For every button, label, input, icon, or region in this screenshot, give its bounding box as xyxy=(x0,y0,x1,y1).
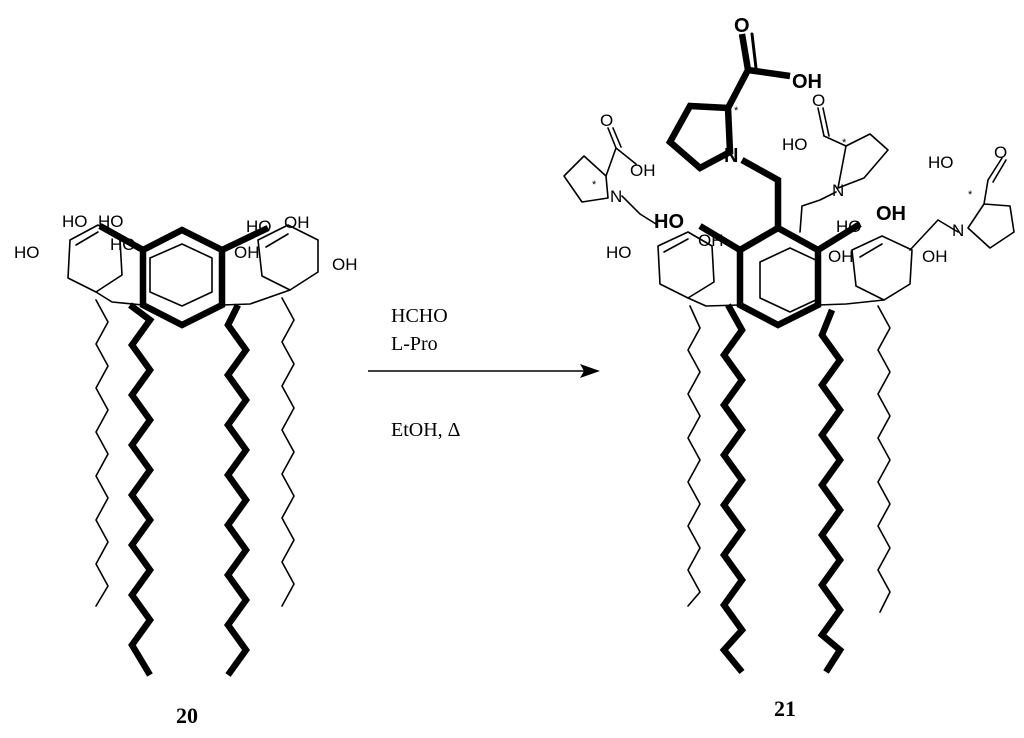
carbonyl-oxygen-label: O xyxy=(994,143,1007,162)
nitrogen-label: N xyxy=(724,145,738,167)
carbonyl-oxygen-label: O xyxy=(600,111,613,130)
reactant-20-structure xyxy=(67,223,319,677)
reagent-formaldehyde: HCHO xyxy=(391,305,448,327)
hydroxyl-label: HO xyxy=(654,211,684,233)
nitrogen-label: N xyxy=(832,181,844,200)
hydroxyl-label: HO xyxy=(14,243,40,262)
reactant-20-atom-labels: HO HO HO HO HO OH OH OH xyxy=(14,212,358,274)
stereocenter-marker: * xyxy=(734,105,739,117)
nitrogen-label: N xyxy=(610,187,622,206)
hydroxyl-label: HO xyxy=(98,212,124,231)
stereocenter-marker: * xyxy=(842,137,847,149)
hydroxyl-label: HO xyxy=(110,235,136,254)
stereocenter-marker: * xyxy=(592,179,597,191)
stereocenter-marker: * xyxy=(968,189,973,201)
hydroxyl-label: HO xyxy=(606,243,632,262)
hydroxyl-label: HO xyxy=(928,153,954,172)
reaction-conditions: EtOH, Δ xyxy=(391,419,461,441)
hydroxyl-label: OH xyxy=(332,255,358,274)
hydroxyl-label: HO xyxy=(62,212,88,231)
hydroxyl-label: OH xyxy=(792,71,822,93)
arrow-head xyxy=(580,364,600,378)
nitrogen-label: N xyxy=(952,221,964,240)
product-21-atom-labels: O OH N * O OH N * O HO N * O HO N * HO O… xyxy=(592,15,1007,266)
hydroxyl-label: OH xyxy=(630,161,656,180)
hydroxyl-label: HO xyxy=(782,135,808,154)
hydroxyl-label: OH xyxy=(234,243,260,262)
compound-label-20: 20 xyxy=(176,703,198,728)
hydroxyl-label: OH xyxy=(828,247,854,266)
reaction-arrow-group: HCHO L-Pro EtOH, Δ xyxy=(368,305,600,441)
compound-label-21: 21 xyxy=(774,696,796,721)
hydroxyl-label: OH xyxy=(698,231,724,250)
carbonyl-oxygen-label: O xyxy=(812,91,825,110)
product-21-structure xyxy=(563,32,1015,675)
hydroxyl-label: HO xyxy=(246,217,272,236)
carbonyl-oxygen-label: O xyxy=(734,15,750,37)
hydroxyl-label: OH xyxy=(284,213,310,232)
hydroxyl-label: OH xyxy=(922,247,948,266)
reagent-proline: L-Pro xyxy=(391,333,438,355)
hydroxyl-label: HO xyxy=(836,217,862,236)
hydroxyl-label: OH xyxy=(876,203,906,225)
